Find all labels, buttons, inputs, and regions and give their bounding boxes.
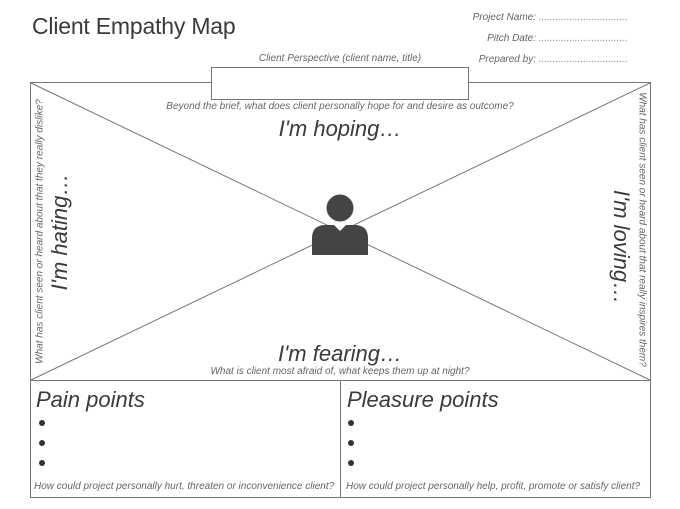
pleasure-points-title: Pleasure points [347,387,499,412]
prepared-by-dots: ................................ [538,54,628,65]
pain-bullet-3[interactable] [39,460,45,466]
project-name-field[interactable]: Project Name: ..........................… [470,12,628,23]
pain-points-question: How could project personally hurt, threa… [34,481,335,492]
hoping-heading: I'm hoping… [278,116,402,141]
loving-question: What has client seen or heard about that… [636,92,648,367]
pitch-date-label: Pitch Date: [487,33,536,44]
pleasure-points-question: How could project personally help, profi… [346,481,641,492]
pitch-date-dots: ................................ [538,33,628,44]
hoping-question: Beyond the brief, what does client perso… [166,101,514,112]
fearing-heading: I'm fearing… [277,341,403,366]
project-name-label: Project Name: [472,12,536,23]
prepared-by-label: Prepared by: [478,54,536,65]
client-perspective-label: Client Perspective (client name, title) [258,53,422,64]
pleasure-bullet-list [348,420,354,466]
person-icon [312,194,368,255]
pitch-date-field[interactable]: Pitch Date: ............................… [470,33,628,44]
pleasure-bullet-3[interactable] [348,460,354,466]
hating-question: What has client seen or heard about that… [34,99,46,364]
pain-bullet-1[interactable] [39,420,45,426]
page-title: Client Empathy Map [32,13,236,39]
prepared-by-field[interactable]: Prepared by: ...........................… [470,54,628,65]
fearing-question: What is client most afraid of, what keep… [210,366,470,377]
project-name-dots: ................................ [538,12,628,23]
pain-points-title: Pain points [36,387,145,412]
pain-bullet-list [39,420,45,466]
pleasure-bullet-2[interactable] [348,440,354,446]
pain-bullet-2[interactable] [39,440,45,446]
loving-heading: I'm loving… [609,189,634,305]
bottom-sections-border [30,380,651,498]
client-perspective-input[interactable] [211,67,469,100]
hating-heading: I'm hating… [47,173,72,291]
pleasure-bullet-1[interactable] [348,420,354,426]
